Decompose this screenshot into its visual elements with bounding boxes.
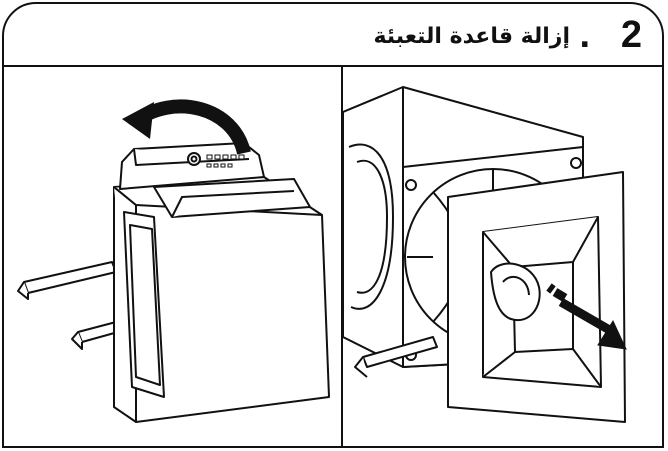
illustration-washer-tilt — [4, 67, 341, 448]
step-number: 2 — [621, 14, 642, 57]
remove-packing-base-icon — [343, 67, 664, 448]
step-title: إزالة قاعدة التعبئة — [373, 24, 570, 49]
illustration-remove-base — [343, 67, 664, 448]
washer-lid-open-rotate-icon — [4, 67, 341, 448]
step-header: 2 . إزالة قاعدة التعبئة — [4, 4, 662, 67]
step-number-dot: . — [579, 14, 590, 57]
